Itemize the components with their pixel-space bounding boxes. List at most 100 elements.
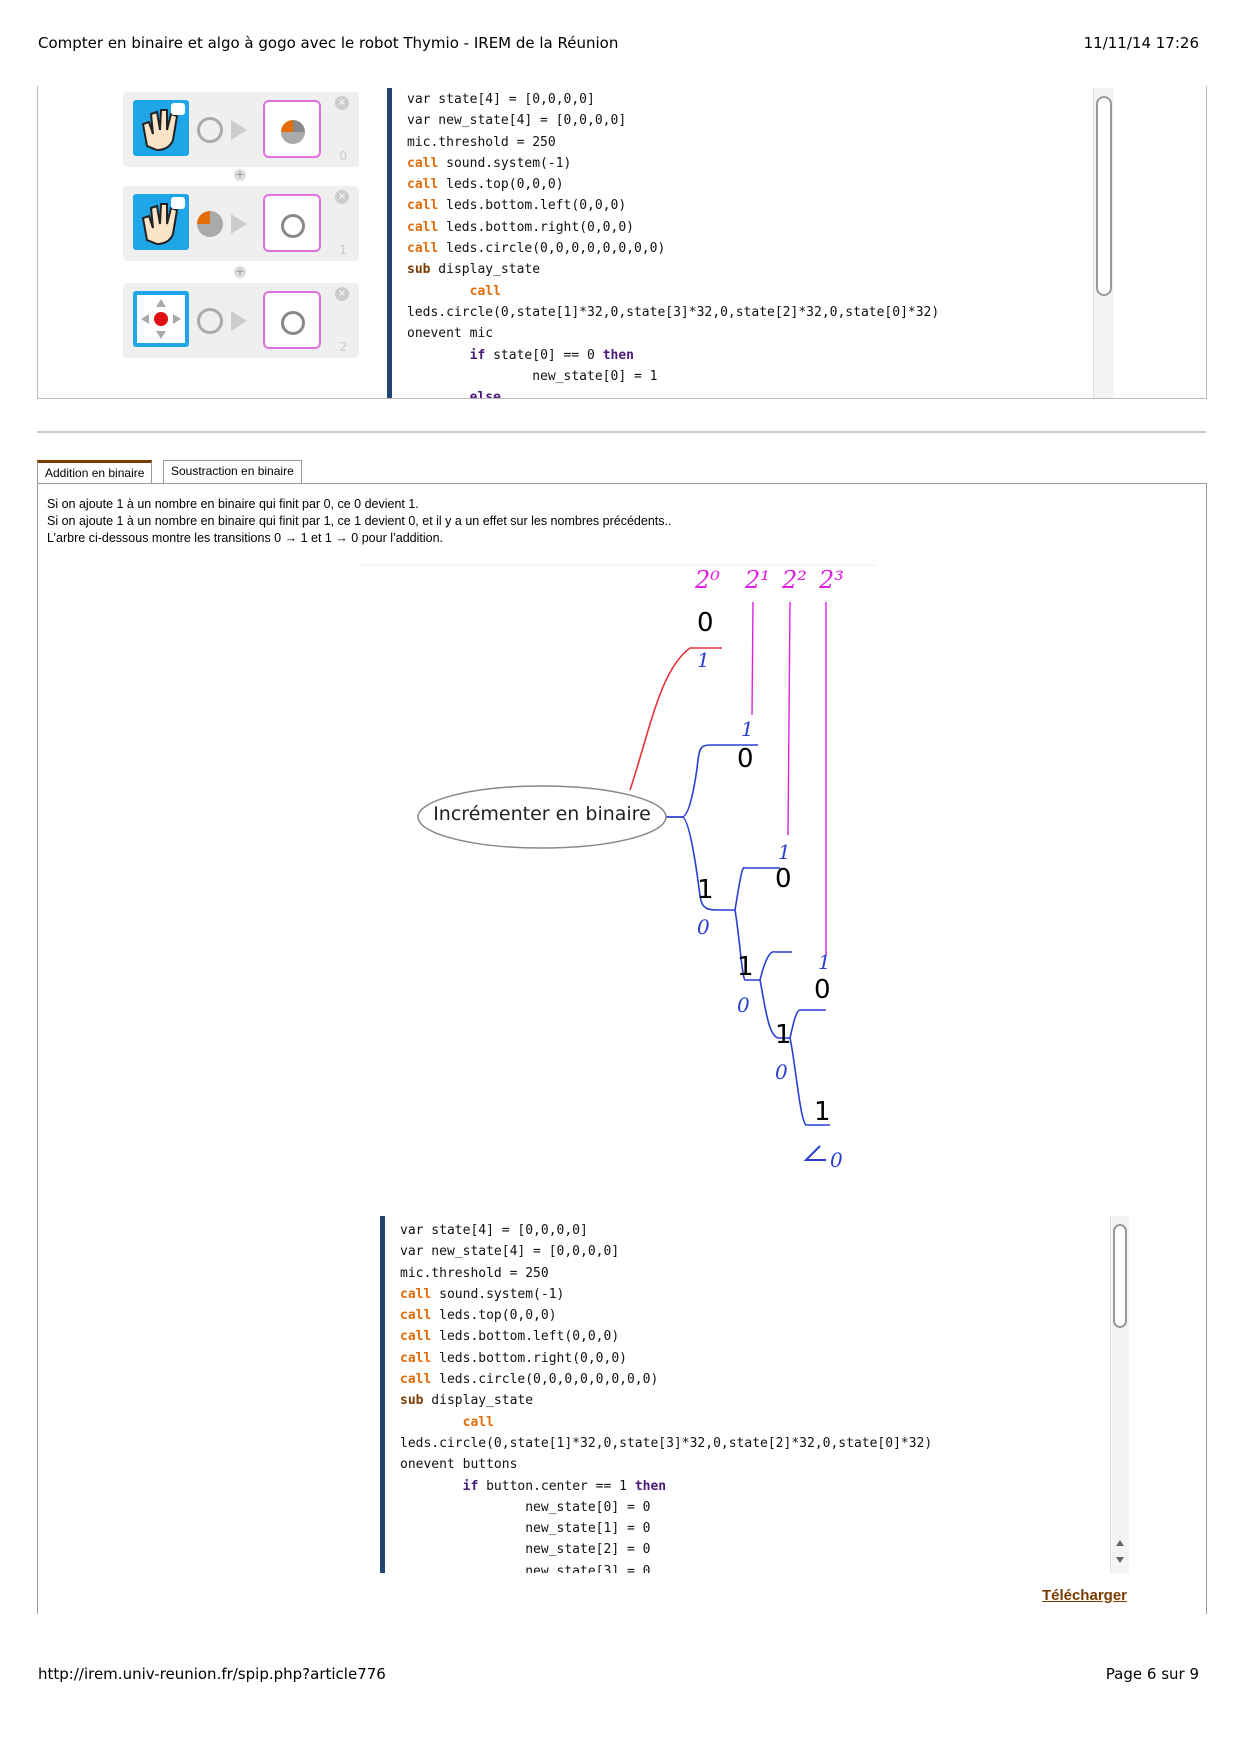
code-line: sub display_state bbox=[407, 259, 939, 280]
code-text: new_state[0] = 0 bbox=[400, 1499, 651, 1515]
code-listing: var state[4] = [0,0,0,0] var new_state[4]… bbox=[400, 1220, 932, 1573]
tree-digit: 0 bbox=[737, 744, 754, 774]
tree-digit: 1 bbox=[737, 952, 754, 982]
code-text: leds.top(0,0,0) bbox=[431, 1308, 557, 1324]
document-title: Compter en binaire et algo à gogo avec l… bbox=[38, 34, 619, 52]
code-text bbox=[407, 390, 470, 398]
arrow-right-icon bbox=[231, 214, 247, 234]
code-line: if state[0] == 0 then bbox=[407, 345, 939, 366]
code-keyword: call bbox=[400, 1286, 432, 1302]
handwritten-digit: 1 bbox=[697, 648, 710, 672]
handwritten-digit: 1 bbox=[818, 950, 831, 974]
page-number: Page 6 sur 9 bbox=[1105, 1665, 1199, 1683]
vpl-rule[interactable]: × 1 bbox=[123, 186, 359, 261]
code-line: mic.threshold = 250 bbox=[400, 1263, 932, 1284]
vpl-rule[interactable]: × 2 bbox=[123, 283, 359, 358]
code-text: leds.bottom.right(0,0,0) bbox=[438, 219, 634, 235]
robot-state-action-icon bbox=[263, 194, 321, 252]
code-text: sound.system(-1) bbox=[438, 155, 572, 171]
code-keyword: call bbox=[407, 219, 439, 235]
code-keyword: call bbox=[400, 1329, 432, 1345]
code-text: onevent buttons bbox=[400, 1457, 518, 1473]
rule-number: 1 bbox=[339, 243, 347, 257]
code-keyword: then bbox=[634, 1478, 667, 1494]
code-line: leds.circle(0,state[1]*32,0,state[3]*32,… bbox=[407, 302, 939, 323]
code-keyword: sub bbox=[407, 262, 431, 278]
code-text: leds.circle(0,0,0,0,0,0,0,0) bbox=[431, 1372, 659, 1388]
code-keyword: call bbox=[407, 177, 439, 193]
code-viewer-bottom[interactable]: var state[4] = [0,0,0,0] var new_state[4]… bbox=[380, 1216, 1115, 1573]
binary-increment-tree bbox=[360, 564, 876, 1126]
scrollbar-thumb[interactable] bbox=[1096, 96, 1112, 296]
code-keyword: call bbox=[407, 155, 439, 171]
code-line: call leds.bottom.right(0,0,0) bbox=[407, 217, 939, 238]
code-viewer-top[interactable]: var state[4] = [0,0,0,0] var new_state[4]… bbox=[387, 88, 1112, 398]
code-keyword: if bbox=[462, 1478, 479, 1494]
code-line: onevent mic bbox=[407, 323, 939, 344]
tab-soustraction[interactable]: Soustraction en binaire bbox=[163, 460, 302, 484]
tab-panel bbox=[37, 483, 1207, 1614]
code-line: new_state[2] = 0 bbox=[400, 1539, 932, 1560]
handwritten-digit: 0 bbox=[697, 915, 710, 939]
scroll-up-icon[interactable] bbox=[1116, 1540, 1124, 1546]
vpl-rule[interactable]: × 0 bbox=[123, 92, 359, 167]
code-line: var new_state[4] = [0,0,0,0] bbox=[407, 110, 939, 131]
code-text: leds.bottom.left(0,0,0) bbox=[438, 198, 627, 214]
arrow-right-icon bbox=[231, 311, 247, 331]
code-line: mic.threshold = 250 bbox=[407, 132, 939, 153]
tab-addition[interactable]: Addition en binaire bbox=[37, 460, 153, 484]
state-condition-icon bbox=[197, 211, 223, 237]
code-line: call leds.bottom.right(0,0,0) bbox=[400, 1348, 932, 1369]
code-line: new_state[3] = 0 bbox=[400, 1561, 932, 1573]
code-text: var state[4] = [0,0,0,0] bbox=[407, 92, 595, 107]
section-divider bbox=[37, 431, 1206, 433]
code-line: call leds.top(0,0,0) bbox=[400, 1305, 932, 1326]
download-link[interactable]: Télécharger bbox=[1041, 1587, 1127, 1604]
code-text: mic.threshold = 250 bbox=[400, 1265, 549, 1281]
add-rule-icon[interactable]: + bbox=[234, 265, 246, 278]
scrollbar-thumb[interactable] bbox=[1113, 1224, 1127, 1328]
print-datetime: 11/11/14 17:26 bbox=[1083, 34, 1199, 52]
scrollbar-top[interactable] bbox=[1093, 88, 1114, 398]
robot-state-action-icon bbox=[263, 100, 321, 158]
tree-digit: 0 bbox=[775, 864, 792, 894]
add-rule-icon[interactable]: + bbox=[234, 168, 246, 181]
tree-digit: 0 bbox=[814, 975, 831, 1005]
code-text: leds.circle(0,0,0,0,0,0,0,0) bbox=[438, 241, 666, 257]
code-line: call leds.circle(0,0,0,0,0,0,0,0) bbox=[400, 1369, 932, 1390]
code-keyword: then bbox=[602, 347, 634, 363]
code-text: var new_state[4] = [0,0,0,0] bbox=[407, 113, 627, 129]
gray-arrows-icon bbox=[197, 117, 223, 143]
close-icon[interactable]: × bbox=[335, 190, 349, 204]
code-listing: var state[4] = [0,0,0,0] var new_state[4]… bbox=[407, 89, 939, 398]
clap-event-icon bbox=[133, 100, 189, 156]
arrow-right-icon bbox=[231, 120, 247, 140]
code-text: leds.bottom.right(0,0,0) bbox=[431, 1350, 627, 1366]
intro-line: Si on ajoute 1 à un nombre en binaire qu… bbox=[47, 514, 672, 528]
code-text: leds.circle(0,state[1]*32,0,state[3]*32,… bbox=[407, 304, 940, 320]
code-text: new_state[2] = 0 bbox=[400, 1542, 651, 1558]
code-text: var state[4] = [0,0,0,0] bbox=[400, 1223, 588, 1238]
code-text: onevent mic bbox=[407, 326, 494, 342]
tree-digit: 1 bbox=[775, 1020, 792, 1050]
close-icon[interactable]: × bbox=[335, 287, 349, 301]
clap-event-icon bbox=[133, 194, 189, 250]
code-keyword: else bbox=[469, 390, 501, 398]
handwritten-digit: 1 bbox=[778, 840, 791, 864]
handwritten-digit: 0 bbox=[775, 1060, 788, 1084]
scroll-down-icon[interactable] bbox=[1116, 1557, 1124, 1563]
code-text bbox=[400, 1415, 463, 1430]
power-label: 2² bbox=[782, 566, 807, 594]
code-text bbox=[400, 1479, 463, 1494]
scrollbar-bottom[interactable] bbox=[1110, 1216, 1129, 1573]
code-text: var new_state[4] = [0,0,0,0] bbox=[400, 1244, 620, 1260]
code-keyword: call bbox=[400, 1350, 432, 1366]
robot-state-action-icon bbox=[263, 291, 321, 349]
code-text: leds.top(0,0,0) bbox=[438, 177, 564, 193]
close-icon[interactable]: × bbox=[335, 96, 349, 110]
code-line: call bbox=[400, 1412, 932, 1433]
code-text bbox=[407, 284, 470, 299]
code-text: leds.bottom.left(0,0,0) bbox=[431, 1329, 620, 1345]
handwritten-digit: 0 bbox=[737, 993, 750, 1017]
code-line: call leds.bottom.left(0,0,0) bbox=[400, 1326, 932, 1347]
